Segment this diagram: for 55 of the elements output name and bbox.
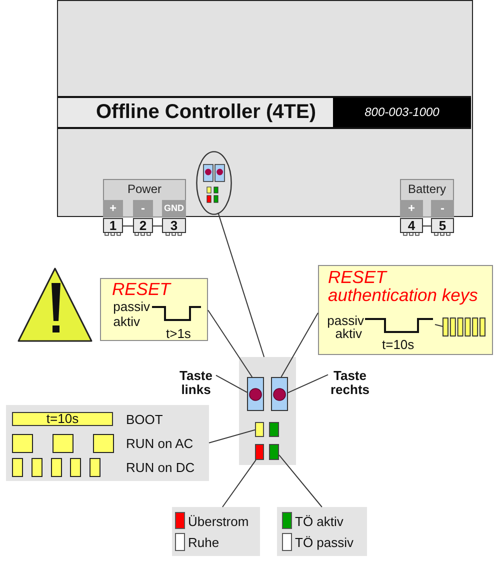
note-box: [100, 278, 208, 341]
leader-line: [278, 454, 322, 508]
duration-label: t=10s: [382, 337, 416, 352]
duration-label: t>1s: [166, 326, 192, 341]
terminal-block: [400, 179, 454, 236]
status-led: [255, 444, 264, 460]
state-label: TÖ passiv: [295, 535, 355, 550]
note-heading: RESET: [112, 280, 172, 299]
legend-panel: [172, 507, 260, 556]
status-led: [269, 422, 279, 437]
control-panel: [239, 357, 296, 465]
terminal-number: 5: [431, 218, 454, 233]
leader-line: [222, 460, 256, 508]
terminal-tab: -: [133, 200, 153, 217]
connector-label: Power: [126, 182, 162, 197]
duration-bar: t=10s: [12, 412, 113, 426]
leader-line: [208, 310, 253, 378]
leader-line: [218, 212, 265, 358]
terminal-tab: -: [431, 200, 454, 217]
legend-panel: [6, 405, 209, 481]
terminal-tab: GND: [162, 200, 186, 217]
status-led: [255, 422, 264, 437]
signal-level-label: passiv: [326, 313, 364, 328]
leader-line: [288, 374, 328, 394]
signal-level-label: passiv: [112, 299, 150, 314]
terminal-tab: +: [103, 200, 123, 217]
leader-line: [216, 374, 248, 393]
terminal-number: 2: [133, 218, 153, 233]
button-caption: Taste links: [176, 369, 216, 399]
detail-ellipse: [196, 150, 232, 214]
terminal-block: [103, 179, 186, 236]
legend-panel: [277, 507, 367, 556]
state-label: Ruhe: [188, 535, 220, 550]
leader-line: [280, 312, 318, 378]
mode-label: BOOT: [126, 412, 164, 427]
terminal-number: 4: [400, 218, 423, 233]
mode-label: RUN on DC: [126, 460, 196, 474]
device-housing: [57, 0, 473, 217]
part-number-label: 800-003-1000: [333, 98, 471, 126]
button-caption: Taste rechts: [328, 369, 372, 399]
state-label: Überstrom: [188, 514, 250, 529]
note-box: [318, 265, 493, 355]
mode-label: RUN on AC: [126, 436, 194, 450]
state-label: TÖ aktiv: [295, 514, 344, 529]
signal-level-label: aktiv: [112, 314, 140, 329]
terminal-number: 3: [162, 218, 186, 233]
terminal-number: 1: [103, 218, 123, 233]
status-led: [269, 444, 279, 460]
push-button: [271, 377, 288, 411]
signal-level-label: aktiv: [335, 326, 362, 341]
note-heading: RESET authentication keys: [328, 268, 479, 304]
device-title: Offline Controller (4TE): [96, 100, 316, 124]
push-button: [247, 377, 264, 411]
connector-label: Battery: [406, 182, 447, 197]
terminal-tab: +: [400, 200, 423, 217]
